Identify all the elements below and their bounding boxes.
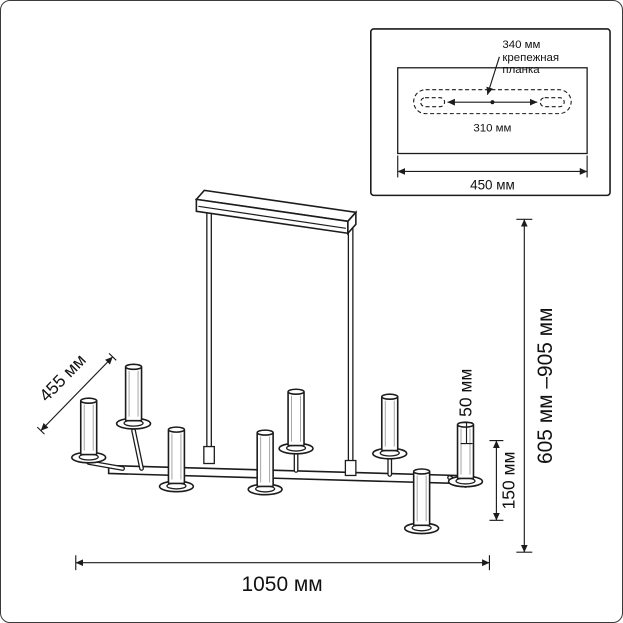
- candle-lamp: [372, 393, 408, 460]
- candle-lamp: [247, 429, 283, 496]
- bracket-slot-left: [420, 97, 446, 108]
- suspension-rod-right: [347, 227, 354, 477]
- label-bracket-line2: планка: [502, 64, 540, 76]
- candle-lamp: [158, 426, 195, 493]
- candle-lamp: [70, 397, 107, 464]
- canopy-detail-line: [198, 205, 346, 229]
- inset-plate-face: [397, 67, 588, 155]
- dim-150: 150 мм: [489, 440, 518, 521]
- candle-lamp: [447, 421, 484, 488]
- rod-collar-right: [344, 459, 357, 477]
- label-height-range: 605 мм –905 мм: [534, 308, 557, 464]
- label-hole-spacing: 310 мм: [473, 123, 511, 135]
- label-overall-width: 1050 мм: [242, 573, 323, 596]
- label-plate-width: 450 мм: [470, 177, 515, 192]
- label-plate-length: 340 мм: [502, 39, 540, 51]
- label-bracket-line1: крепежная: [502, 52, 559, 64]
- candle-lamp: [278, 388, 314, 455]
- candle-lamp: [115, 363, 152, 430]
- mounting-plate-inset: 340 мм крепежная планка 310 мм 450 мм: [370, 28, 611, 197]
- candle-lamps: [70, 363, 484, 535]
- inset-outer-box: [370, 28, 611, 197]
- leader-arrow: [486, 56, 500, 95]
- candle-lamp: [403, 468, 440, 535]
- bracket-slot-right: [539, 97, 565, 108]
- rod-collar-left: [203, 445, 215, 465]
- dim-height-range: 605 мм –905 мм: [516, 218, 557, 553]
- dim-50: 50 мм: [455, 369, 475, 445]
- dim-455: 455 мм: [35, 350, 117, 435]
- suspension-rod-left: [206, 209, 212, 463]
- chandelier-drawing: [70, 189, 484, 535]
- ceiling-mount: [194, 189, 358, 236]
- label-lower-segment: 150 мм: [498, 451, 518, 509]
- dim-1050: 1050 мм: [75, 555, 491, 596]
- label-arm-reach: 455 мм: [35, 350, 90, 406]
- main-bar: [107, 464, 459, 485]
- label-socket-height: 50 мм: [455, 369, 475, 417]
- center-hole: [490, 100, 495, 105]
